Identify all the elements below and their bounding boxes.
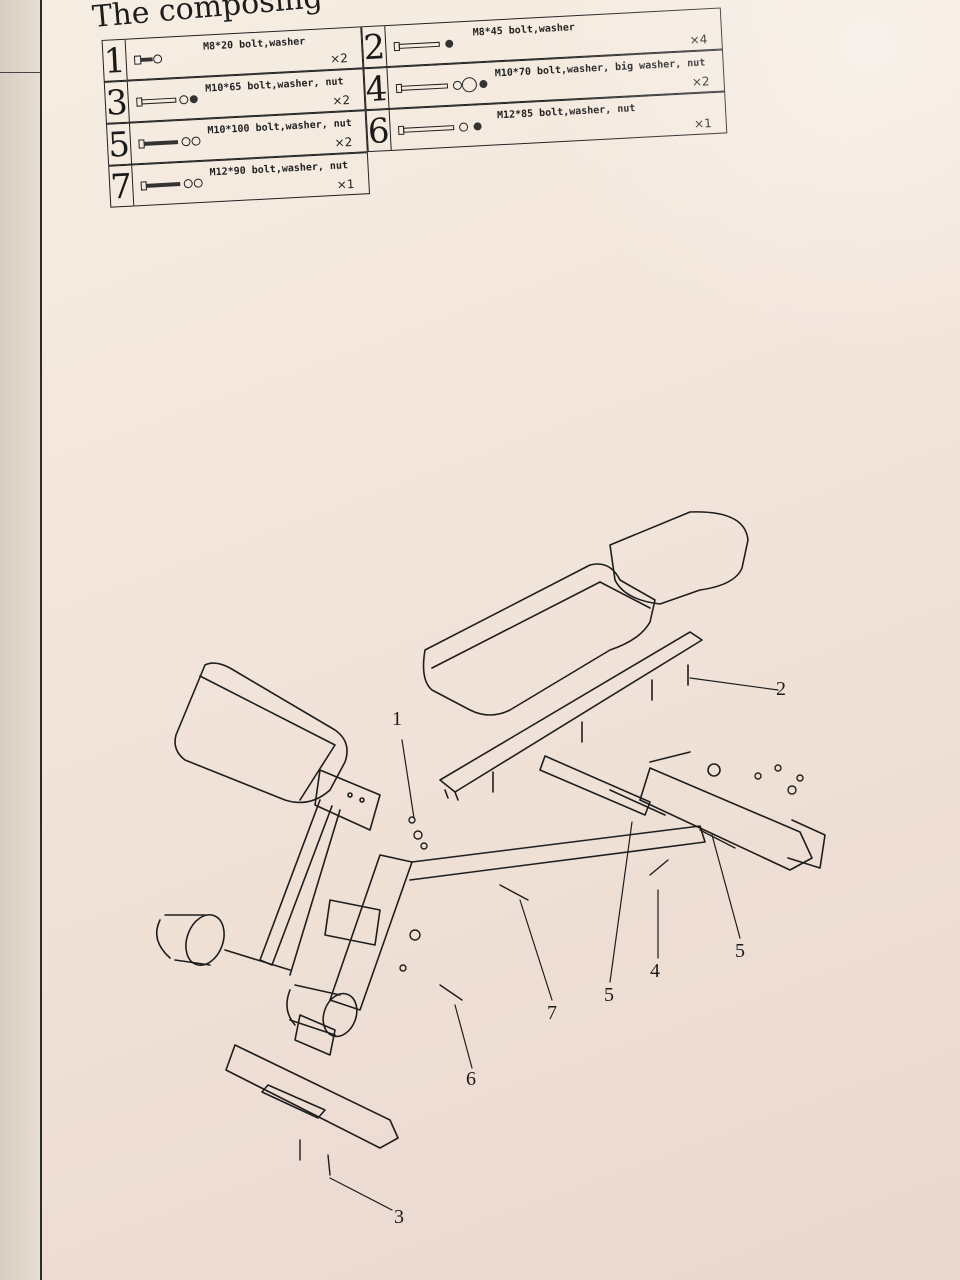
pivot-tube bbox=[539, 755, 666, 816]
parts-row-6: 6 M12*85 bolt,washer, nut ×1 bbox=[365, 91, 728, 153]
parts-row-4: 4 M10*70 bolt,washer, big washer, nut ×2 bbox=[363, 49, 726, 111]
page-left-margin bbox=[0, 0, 42, 1280]
back-pad bbox=[422, 511, 749, 716]
parts-row-3: 3 M10*65 bolt,washer, nut ×2 bbox=[103, 68, 366, 124]
margin-rule bbox=[0, 72, 40, 73]
callout-6: 6 bbox=[466, 1068, 476, 1090]
parts-table: 1 M8*20 bolt,washer ×2 3 M10*65 bolt,was… bbox=[100, 0, 739, 208]
bolt-nut-icon bbox=[138, 136, 201, 149]
callout-5-right: 5 bbox=[735, 940, 745, 962]
callout-2: 2 bbox=[776, 678, 786, 700]
bolt-nut-icon bbox=[397, 122, 482, 136]
bolt-big-washer-icon bbox=[395, 77, 488, 94]
rear-base bbox=[639, 751, 826, 871]
callout-3: 3 bbox=[394, 1206, 404, 1228]
callout-4: 4 bbox=[650, 960, 660, 982]
bolt-icon bbox=[393, 39, 454, 52]
seat-rail bbox=[439, 631, 703, 801]
leg-roller-left bbox=[155, 914, 291, 971]
callout-7: 7 bbox=[547, 1002, 557, 1024]
front-upright bbox=[324, 825, 706, 1011]
leader-lines bbox=[329, 677, 779, 1211]
parts-row-2: 2 M8*45 bolt,washer ×4 bbox=[361, 7, 723, 69]
seat-post bbox=[259, 769, 381, 976]
bolt-nut-icon bbox=[140, 178, 203, 191]
leg-roller-right bbox=[286, 984, 358, 1038]
bolt-short-icon bbox=[133, 54, 163, 65]
callout-1: 1 bbox=[392, 708, 402, 730]
bolt-nut-icon bbox=[136, 95, 198, 107]
seat-pad bbox=[174, 662, 348, 804]
parts-row-7: 7 M12*90 bolt,washer, nut ×1 bbox=[108, 152, 371, 208]
front-base-foot bbox=[225, 1014, 399, 1149]
parts-row-5: 5 M10*100 bolt,washer, nut ×2 bbox=[105, 110, 368, 166]
parts-row-1: 1 M8*20 bolt,washer ×2 bbox=[101, 26, 364, 82]
hardware-bolts bbox=[299, 764, 804, 1176]
callout-5-left: 5 bbox=[604, 984, 614, 1006]
